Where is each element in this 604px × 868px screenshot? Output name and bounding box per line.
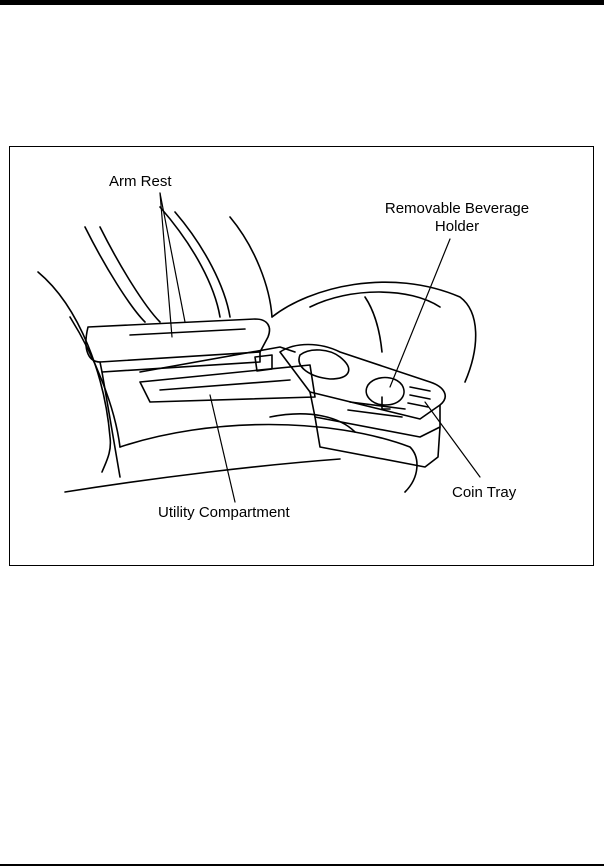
coin-slot-2: [409, 394, 431, 400]
rear-pad-inner: [309, 291, 441, 308]
console-switch: [254, 354, 273, 372]
seat-cushion-left: [37, 271, 112, 473]
coin-slot-1: [409, 386, 431, 392]
coin-tray-leader: [424, 401, 481, 478]
utility-compartment-label: Utility Compartment: [158, 504, 290, 521]
rear-pad-stitch: [364, 296, 383, 353]
console-body-top: [139, 346, 296, 373]
seat-back-center: [159, 206, 221, 318]
seat-back-left-inner: [99, 226, 161, 323]
beverage-holder-label-line1: Removable Beverage: [384, 200, 530, 217]
utility-leader: [209, 394, 236, 503]
center-console-illustration: [37, 192, 481, 503]
arm-rest-top: [85, 318, 271, 363]
arm-rest-label: Arm Rest: [109, 173, 172, 190]
utility-compartment-latch: [159, 379, 291, 391]
arm-rest-seam: [129, 328, 246, 336]
tray-top: [279, 343, 446, 420]
top-rule: [0, 0, 604, 5]
floor-line: [64, 458, 341, 493]
lower-seat-curve: [269, 413, 356, 433]
coin-tray-label: Coin Tray: [452, 484, 517, 501]
console-front-lower: [314, 416, 441, 468]
bottom-rule: [0, 864, 604, 866]
beverage-holder-label-line2: Holder: [434, 218, 480, 235]
beverage-leader: [389, 238, 451, 388]
seat-back-center-inner: [174, 211, 231, 318]
rear-pad: [271, 281, 477, 383]
utility-compartment-lid: [139, 364, 316, 403]
cup-well-1: [298, 349, 350, 380]
beverage-holder-label: Removable Beverage Holder: [362, 200, 552, 236]
seat-back-right: [229, 216, 273, 318]
seat-back-left: [84, 226, 146, 323]
cup-holder-tab: [381, 396, 391, 410]
tray-lower-slots: [347, 401, 406, 418]
console-front: [309, 391, 441, 438]
cup-holder-insert: [365, 376, 405, 406]
console-base-curve: [119, 423, 418, 493]
seat-cushion-left-2: [69, 316, 121, 448]
arm-rest-leader-2: [159, 192, 173, 338]
arm-rest-leader-1: [159, 192, 186, 323]
coin-slot-3: [407, 402, 429, 408]
console-left-side: [101, 371, 121, 478]
figure-frame: Arm Rest Removable Beverage Holder Coin …: [9, 146, 594, 566]
